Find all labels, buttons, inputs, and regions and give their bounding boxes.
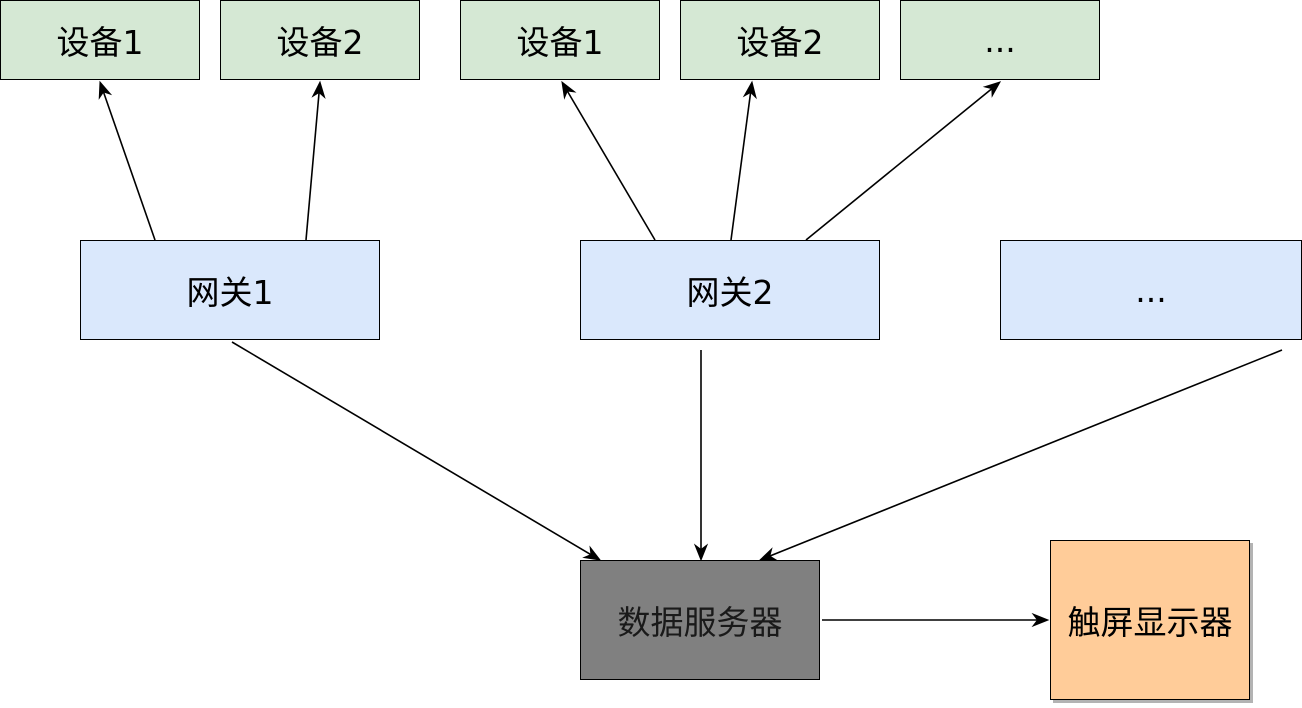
device-label: 设备2 (276, 23, 364, 62)
gateway-label: 网关2 (686, 273, 774, 312)
gateway-node-2[interactable]: 网关2 (580, 240, 880, 340)
arrowhead-icon (758, 547, 778, 561)
arrowhead-icon (561, 80, 577, 100)
gateway-label: ... (1135, 270, 1167, 310)
edge-gw2-dev2-arrow (730, 80, 757, 241)
edge-gw2-dev1-arrow (561, 80, 656, 241)
gateway-node-more[interactable]: ... (1000, 240, 1302, 340)
device-label: ... (984, 20, 1016, 60)
data-server-node[interactable]: 数据服务器 (580, 560, 820, 680)
arrowhead-icon (982, 81, 1002, 98)
edge-gw1-server-arrow (231, 341, 602, 561)
device-node-1-group1[interactable]: 设备1 (0, 0, 200, 80)
edge-gw2-devmore-arrow (805, 81, 1002, 241)
edge-gw1-dev2-arrow (305, 80, 326, 241)
edge-gw2-server-arrow (693, 350, 709, 562)
arrowhead-icon (693, 543, 709, 562)
arrowhead-icon (1031, 612, 1050, 628)
device-label: 设备2 (736, 23, 824, 62)
device-label: 设备1 (56, 23, 144, 62)
device-node-more-group2[interactable]: ... (900, 0, 1100, 80)
display-label: 触屏显示器 (1067, 603, 1233, 642)
device-node-2-group1[interactable]: 设备2 (220, 0, 420, 80)
arrowhead-icon (311, 80, 326, 100)
arrowhead-icon (582, 545, 602, 561)
device-node-2-group2[interactable]: 设备2 (680, 0, 880, 80)
arrowhead-icon (98, 80, 113, 100)
gateway-node-1[interactable]: 网关1 (80, 240, 380, 340)
edge-gwmore-server-arrow (758, 349, 1283, 561)
gateway-label: 网关1 (186, 273, 274, 312)
server-label: 数据服务器 (617, 603, 783, 642)
edge-gw1-dev1-arrow (98, 80, 156, 241)
touch-display-node[interactable]: 触屏显示器 (1050, 540, 1250, 700)
device-label: 设备1 (516, 23, 604, 62)
edge-server-display-arrow (822, 612, 1050, 628)
arrowhead-icon (742, 80, 757, 100)
device-node-1-group2[interactable]: 设备1 (460, 0, 660, 80)
